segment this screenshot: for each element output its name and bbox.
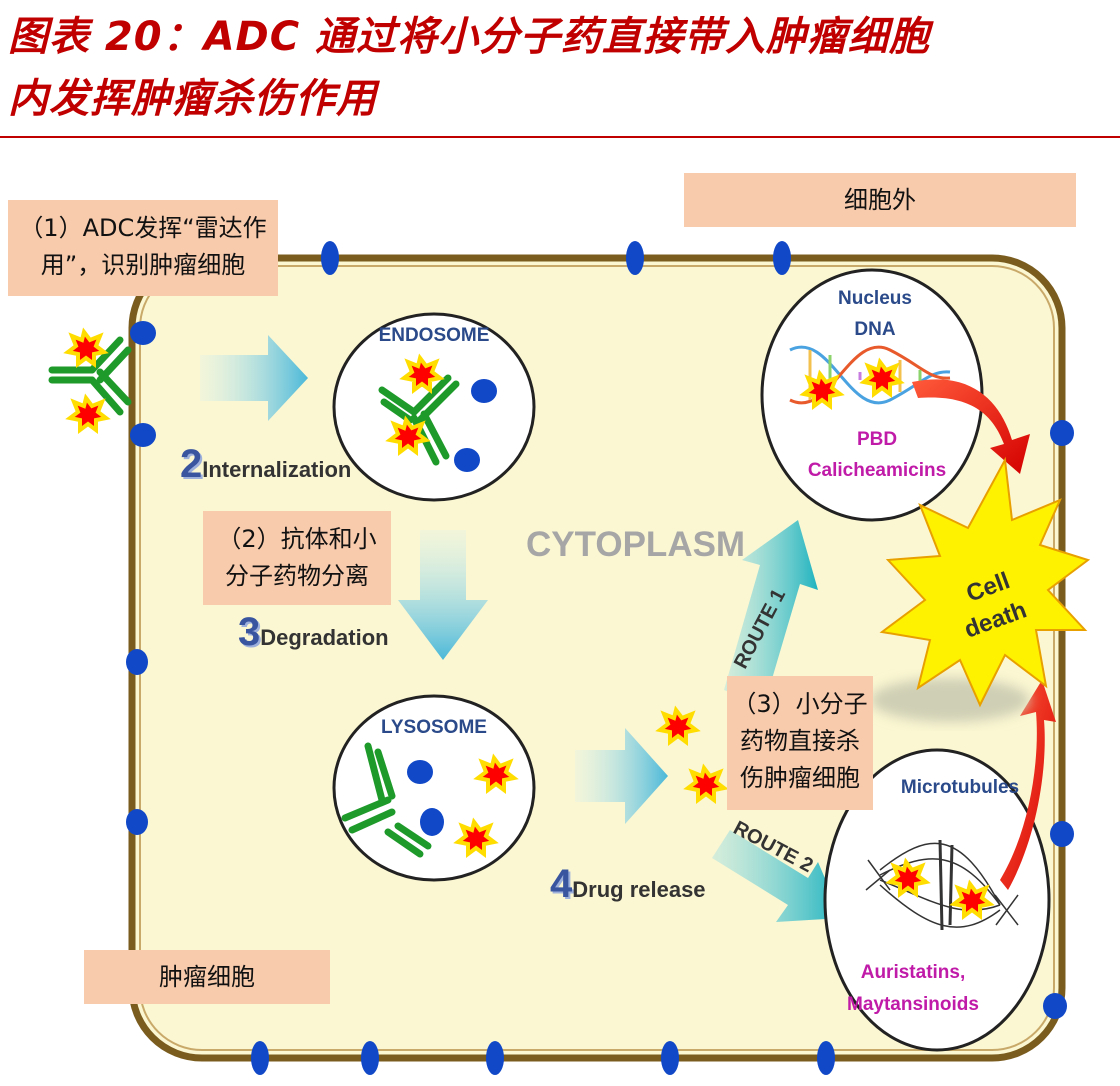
step-2-line-2: 分子药物分离 bbox=[225, 562, 369, 590]
payload-star bbox=[399, 353, 445, 394]
receptor bbox=[126, 649, 148, 675]
figure-title-line-1: 图表 20：ADC 通过将小分子药直接带入肿瘤细胞 bbox=[8, 14, 931, 60]
cell-death-burst bbox=[879, 456, 1091, 708]
step-1-tag: （1）ADC发挥“雷达作 用”，识别肿瘤细胞 bbox=[8, 200, 278, 296]
receptor bbox=[321, 241, 339, 275]
step-3-line-2: 药物直接杀 bbox=[740, 727, 860, 755]
receptor bbox=[361, 1041, 379, 1075]
receptor bbox=[251, 1041, 269, 1075]
payload-star bbox=[473, 753, 519, 794]
route-2-death-arrow bbox=[1000, 680, 1056, 890]
tumor-cell-tag: 肿瘤细胞 bbox=[84, 950, 330, 1004]
step-number: 3 bbox=[238, 610, 261, 654]
step-1-line-1: （1）ADC发挥“雷达作 bbox=[19, 214, 267, 242]
receptor bbox=[1043, 993, 1067, 1019]
degradation-arrow bbox=[398, 530, 488, 660]
step-2-line-1: （2）抗体和小 bbox=[217, 525, 377, 553]
membrane-receptors bbox=[126, 241, 1074, 1075]
payload-star bbox=[799, 369, 845, 410]
internalization-arrow bbox=[200, 335, 308, 421]
payload-star bbox=[385, 415, 431, 456]
step-label: Drug release bbox=[572, 877, 706, 902]
payload-star bbox=[63, 327, 109, 368]
payload-star bbox=[453, 817, 499, 858]
route-1-arrow bbox=[724, 520, 818, 706]
title-divider bbox=[0, 136, 1120, 138]
step-number: 2 bbox=[180, 442, 203, 486]
calicheamicins-label: Calicheamicins bbox=[808, 460, 946, 481]
payload-star bbox=[949, 879, 995, 920]
lysosome-label: LYSOSOME bbox=[381, 717, 487, 738]
pbd-label: PBD bbox=[857, 429, 897, 450]
receptor bbox=[1050, 420, 1074, 446]
dividing-cell bbox=[823, 748, 1051, 1052]
receptor bbox=[126, 809, 148, 835]
receptor bbox=[817, 1041, 835, 1075]
step-3-line-3: 伤肿瘤细胞 bbox=[740, 764, 860, 792]
extracellular-tag: 细胞外 bbox=[684, 173, 1076, 227]
payload-star bbox=[683, 763, 729, 804]
route-1-death-arrow bbox=[912, 379, 1030, 474]
payload-star bbox=[65, 393, 111, 434]
step-drug-release: 4Drug release bbox=[550, 862, 706, 907]
step-2-tag: （2）抗体和小 分子药物分离 bbox=[203, 511, 391, 605]
payload-star bbox=[859, 357, 905, 398]
receptor bbox=[486, 1041, 504, 1075]
cytoplasm-label: CYTOPLASM bbox=[526, 525, 745, 564]
receptor bbox=[130, 423, 156, 447]
step-number: 4 bbox=[550, 862, 573, 906]
step-degradation: 3Degradation bbox=[238, 610, 389, 655]
receptor bbox=[626, 241, 644, 275]
step-3-line-1: （3）小分子 bbox=[732, 690, 868, 718]
drug-payloads bbox=[63, 327, 995, 920]
drug-release-arrow bbox=[575, 728, 668, 824]
payload-star bbox=[655, 705, 701, 746]
adc-extracellular bbox=[48, 336, 132, 416]
endosome-label: ENDOSOME bbox=[379, 325, 490, 346]
receptor bbox=[661, 1041, 679, 1075]
nucleus-label: Nucleus bbox=[838, 288, 912, 309]
receptor bbox=[130, 321, 156, 345]
route-2-arrow bbox=[712, 830, 842, 922]
step-label: Degradation bbox=[260, 625, 389, 650]
receptor bbox=[773, 241, 791, 275]
step-internalization: 2Internalization bbox=[180, 442, 351, 487]
step-1-line-2: 用”，识别肿瘤细胞 bbox=[40, 251, 246, 279]
figure-title-line-2: 内发挥肿瘤杀伤作用 bbox=[8, 76, 377, 122]
maytansinoids-label: Maytansinoids bbox=[847, 994, 979, 1015]
payload-star bbox=[885, 857, 931, 898]
step-3-tag: （3）小分子 药物直接杀 伤肿瘤细胞 bbox=[727, 676, 873, 810]
microtubules-label: Microtubules bbox=[901, 777, 1019, 798]
step-label: Internalization bbox=[202, 457, 352, 482]
dna-label: DNA bbox=[854, 319, 895, 340]
auristatins-label: Auristatins, bbox=[861, 962, 966, 983]
receptor bbox=[1050, 821, 1074, 847]
